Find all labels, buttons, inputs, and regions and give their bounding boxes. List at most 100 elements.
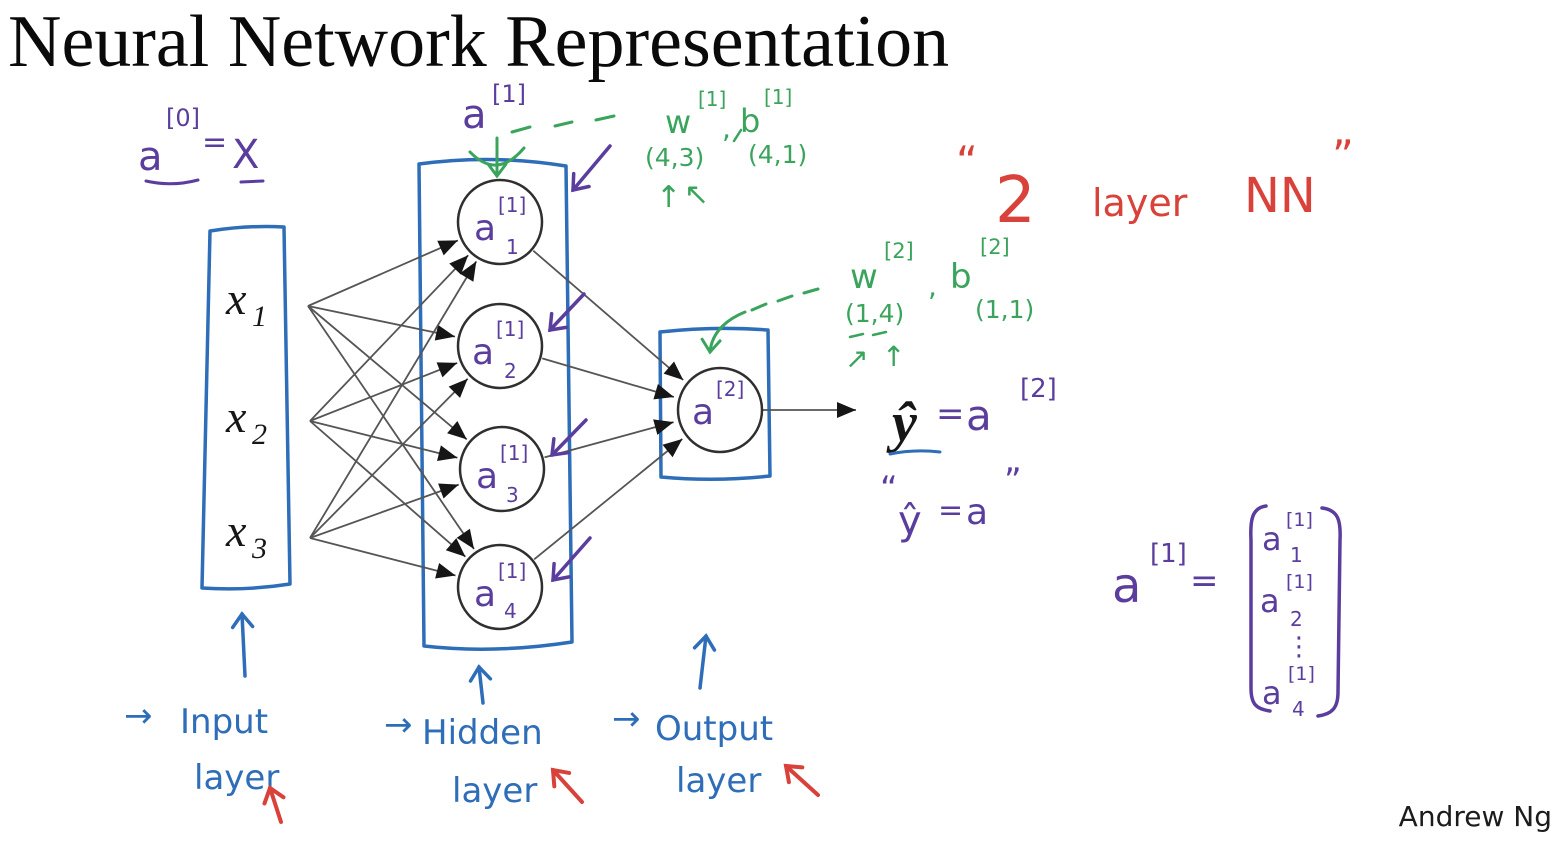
matrix-equals: = [1190,561,1219,601]
w1-base: w [665,103,691,141]
nn-open-quote: “ [956,137,978,186]
annotation-a1-top: a [1] [462,80,526,138]
author-credit: Andrew Ng [1398,800,1552,833]
output-sup: [2] [716,377,744,401]
equation-yhat-quote: “ ŷ = a ” [880,461,1022,544]
slide-title: Neural Network Representation [8,1,950,83]
hidden-1-sup: [1] [498,193,526,217]
a0-base: a [138,134,163,180]
edge [309,537,456,579]
hidden-3-base: a [476,456,498,497]
hidden-unit-3-circle [458,425,546,513]
green-dash [510,125,532,134]
output-unit-circle [676,366,764,454]
equation-yhat: ŷ = a [2] [886,374,1057,456]
green-dash [594,114,616,122]
input-x1-sub: 1 [252,300,267,333]
edge [309,378,469,539]
up-left-arrow: ↖ [684,177,709,212]
input-layer-box [200,224,292,591]
input-layer-pointer: → [124,696,153,736]
matrix-right-bracket [1316,506,1342,718]
hidden-layer-pointer: → [384,705,413,745]
hidden-3-sub: 3 [506,483,519,507]
hidden-unit-labels: a [1] 1 a [1] 2 a [1] 3 a [1] 4 [472,193,528,623]
matrix-left-bracket [1249,504,1272,713]
input-layer-word1: Input [180,702,268,742]
a0-equals: = [202,125,227,160]
a0-underline [144,178,200,186]
input-labels: x 1 x 2 x 3 [225,273,267,565]
edge [307,305,456,341]
up-arrow: ↑ [882,340,905,373]
edge [307,239,459,307]
purple-unit-arrows [548,292,592,583]
matrix-row2-base: a [1260,582,1280,620]
output-layer-pointer: → [612,699,641,739]
purple-arrow [548,292,586,333]
hidden-2-sub: 2 [504,359,517,383]
annotation-w2-b2: w [2] , b [2] (1,4) (1,1) ↗ ↑ [700,235,1034,375]
green-dash [553,120,574,128]
b2-dim: (1,1) [975,295,1034,324]
w1-dim: (4,3) [645,143,704,172]
output-unit-label: a [2] [692,377,744,433]
green-dash [848,332,865,339]
annotation-2-layer-nn: “ 2 layer NN ” [956,131,1354,238]
blue-up-arrow [692,633,717,690]
green-dash [750,302,768,312]
b1-base: b [740,102,760,140]
hidden-to-output-edges [532,250,684,560]
matrix-row4-base: a [1262,674,1282,712]
yhat-rhs-sup: [2] [1020,374,1057,404]
purple-arrow [551,536,592,583]
input-x3: x [225,505,247,556]
annotation-w1-b1: w [1] , b [1] (4,3) (4,1) ↑ ↖ [645,85,807,215]
edge [309,420,458,461]
a1-top-base: a [462,92,487,138]
matrix-dots: ⋮ [1286,632,1312,662]
hidden-4-sub: 4 [504,599,517,623]
edge [307,305,468,441]
hidden-layer-word2: layer [452,771,537,811]
matrix-row1-sub: 1 [1290,543,1303,567]
matrix-row4-sub: 4 [1292,697,1305,721]
red-arrow [783,763,820,797]
hidden-layer-label: → Hidden layer [384,664,584,811]
annotation-a0-equals-x: a [0] = X [138,104,265,186]
purple-arrow [550,418,588,458]
matrix-lhs-base: a [1112,558,1141,614]
hidden-unit-4-circle [456,543,544,631]
b1-sup: [1] [764,85,792,109]
nn-number: 2 [995,164,1036,238]
hidden-3-sup: [1] [500,441,528,465]
w2-dim: (1,4) [845,299,904,328]
blue-up-arrow [468,664,493,705]
a0-rhs: X [232,132,259,178]
layer1-pointer-arrows [468,114,616,193]
edge [307,305,475,550]
output-layer-box [658,326,772,482]
matrix-row4-sup: [1] [1288,663,1315,685]
b2-base: b [950,257,972,297]
hidden-4-sup: [1] [498,559,526,583]
w2-comma: , [928,270,937,303]
hidden-2-sup: [1] [496,317,524,341]
w1-sup: [1] [698,87,726,111]
edge [532,250,684,381]
nn-word-nn: NN [1244,168,1316,224]
matrix-lhs-sup: [1] [1150,539,1187,569]
blue-up-arrow [230,611,255,678]
output-layer-word2: layer [676,761,761,801]
matrix-row2-sub: 2 [1290,607,1303,631]
nn-close-quote: ” [1332,131,1354,180]
a1-top-sup: [1] [492,80,526,108]
hidden-layer-box [417,157,574,651]
hidden-layer-word1: Hidden [422,713,543,753]
edge [544,419,674,459]
hidden-1-sub: 1 [506,235,519,259]
yhat-lhs: ŷ [886,392,918,454]
up-arrow: ↑ [656,180,681,215]
